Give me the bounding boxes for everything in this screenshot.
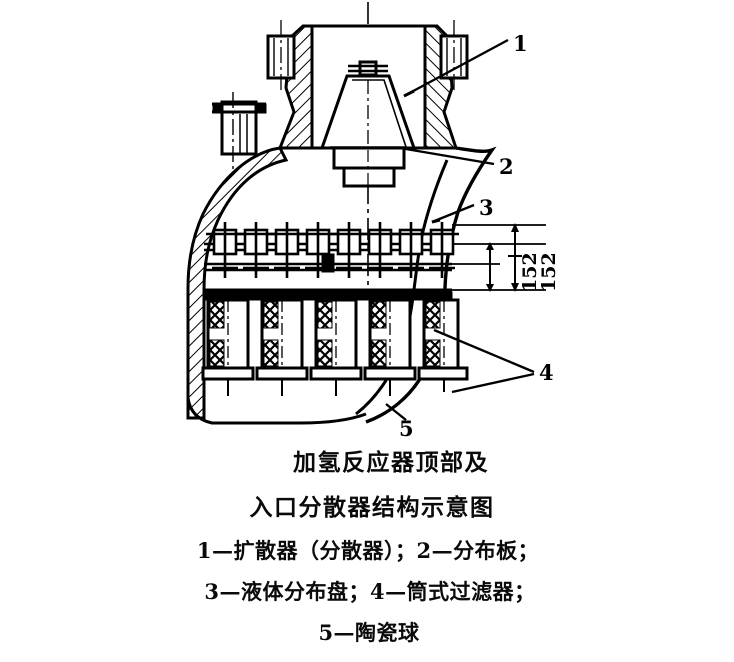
- dimension-annotations: [445, 223, 546, 292]
- callout-number-5: 5: [399, 416, 414, 441]
- distributor-plate-stack: [332, 146, 406, 188]
- figure-title-line-2: 入口分散器结构示意图: [249, 494, 495, 521]
- callout-number-4: 4: [539, 360, 554, 385]
- dimension-label-upper: 152: [538, 252, 560, 292]
- dimension-line-inner: [486, 242, 494, 292]
- figure-caption-block: 加氢反应器顶部及 入口分散器结构示意图 1—扩散器（分散器）；2—分布板； 3—…: [0, 440, 734, 653]
- basket-filter: [417, 298, 469, 392]
- leader-lines: [385, 38, 535, 421]
- leader-line-4a: [433, 328, 535, 374]
- figure-legend-line-1: 1—扩散器（分散器）；2—分布板；: [196, 538, 540, 563]
- basket-filter: [309, 298, 363, 396]
- callout-number-3: 3: [479, 195, 494, 220]
- callout-number-1: 1: [513, 31, 528, 56]
- leader-line-1: [403, 38, 509, 98]
- basket-filter: [201, 298, 255, 396]
- dimension-line-outer: [508, 223, 522, 292]
- figure-title-line-1: 加氢反应器顶部及: [293, 449, 489, 476]
- vessel-head-shell: [186, 146, 497, 425]
- leader-line-5: [385, 403, 407, 421]
- liquid-distribution-tray: [204, 222, 459, 278]
- leader-line-2: [399, 146, 495, 166]
- side-nozzle-left: [212, 92, 267, 175]
- callout-number-2: 2: [499, 154, 514, 179]
- basket-filter: [363, 298, 417, 396]
- dimension-label-lower: 152: [519, 252, 541, 292]
- leader-line-4b: [451, 372, 535, 394]
- riser-group: [206, 222, 459, 278]
- figure-legend-line-2: 3—液体分布盘；4—筒式过滤器；: [204, 579, 536, 604]
- basket-filter-group: [201, 298, 469, 396]
- figure-legend-line-3: 5—陶瓷球: [318, 620, 420, 645]
- basket-filter: [255, 298, 309, 396]
